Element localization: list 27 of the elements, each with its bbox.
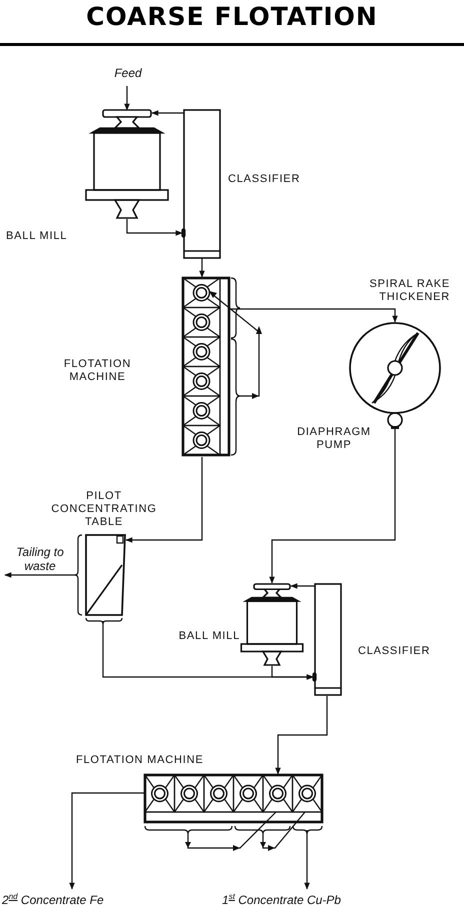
equipment-label: FLOTATION MACHINE [76,754,204,767]
flow-arrow [4,572,77,578]
flow-arrow [229,308,398,323]
product-label: 2$^{nd}$ Concentrate Fe [2,890,152,908]
feed-label: Feed [106,66,150,82]
equipment-label: FLOTATION MACHINE [62,358,132,384]
equipment-label: SPIRAL RAKE THICKENER [368,278,450,304]
flow-arrow [151,110,184,116]
flow-arrow [271,666,314,680]
tailing-label: Tailing to waste [4,545,76,575]
equipment-label: CLASSIFIER [358,645,432,658]
flow-arrow [126,219,183,236]
diagram-title: COARSE FLOTATION [85,2,379,31]
equipment-label: PILOT CONCENTRATING TABLE [50,490,158,529]
flow-arrow [125,457,203,543]
flow-arrow [69,792,144,890]
equipment-label: CLASSIFIER [228,173,302,186]
flow-arrow [275,696,328,775]
equipment-label: BALL MILL [6,230,68,243]
equipment-label: DIAPHRAGM PUMP [296,426,372,452]
equipment-label: BALL MILL [178,630,240,643]
flow-arrow [304,830,310,890]
flow-arrow [124,86,130,111]
product-label: 1$^{st}$ Concentrate Cu-Pb [222,890,392,908]
flow-arrow [269,429,396,584]
flow-arrow [290,583,315,589]
flow-arrow [199,258,205,278]
